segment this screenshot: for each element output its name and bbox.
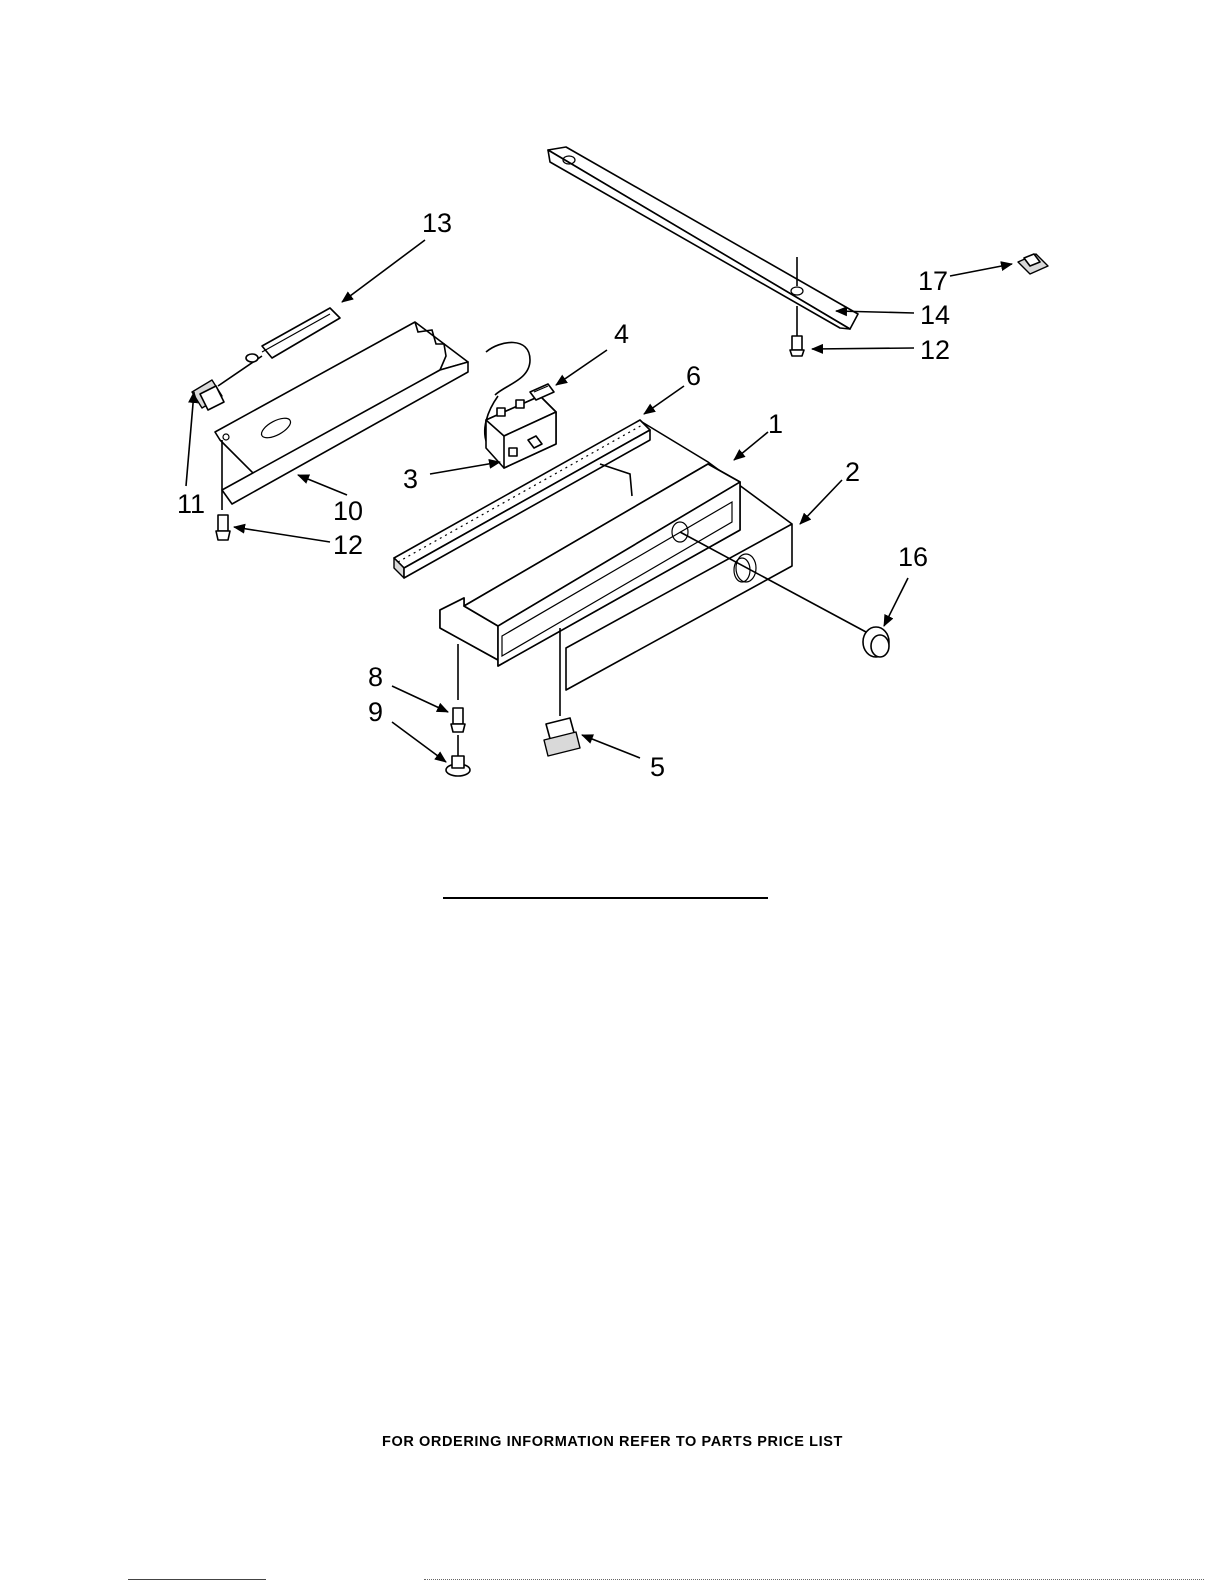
callout-6: 6: [686, 361, 701, 391]
footer-note: FOR ORDERING INFORMATION REFER TO PARTS …: [0, 1434, 1225, 1450]
callout-8: 8: [368, 662, 383, 692]
callout-17: 17: [918, 266, 948, 296]
part-5-switch: [544, 718, 580, 756]
callout-1: 1: [768, 409, 783, 439]
callout-12-left: 12: [333, 530, 363, 560]
bottom-rule: [424, 1579, 1204, 1580]
leader-lines: [186, 240, 1012, 762]
part-17-clip: [1018, 254, 1048, 274]
callout-4: 4: [614, 319, 629, 349]
callout-9: 9: [368, 697, 383, 727]
part-10-left-bracket: [215, 322, 468, 510]
separator-line: [443, 897, 768, 899]
part-14-top-rail: [548, 147, 858, 329]
part-8-screw: [451, 708, 465, 732]
callout-12-top: 12: [920, 335, 950, 365]
part-9-bumper: [446, 735, 470, 776]
part-16-knob: [863, 627, 889, 657]
callout-10: 10: [333, 496, 363, 526]
callout-3: 3: [403, 464, 418, 494]
callout-11: 11: [177, 489, 205, 519]
bottom-rule: [128, 1579, 266, 1580]
callout-14: 14: [920, 300, 950, 330]
part-12-screw-top: [790, 306, 804, 356]
part-12-screw-left: [216, 515, 230, 540]
callout-2: 2: [845, 457, 860, 487]
callout-16: 16: [898, 542, 928, 572]
part-3-switch: [485, 342, 556, 468]
callout-13: 13: [422, 208, 452, 238]
part-4-screw: [530, 384, 554, 400]
callout-5: 5: [650, 752, 665, 782]
